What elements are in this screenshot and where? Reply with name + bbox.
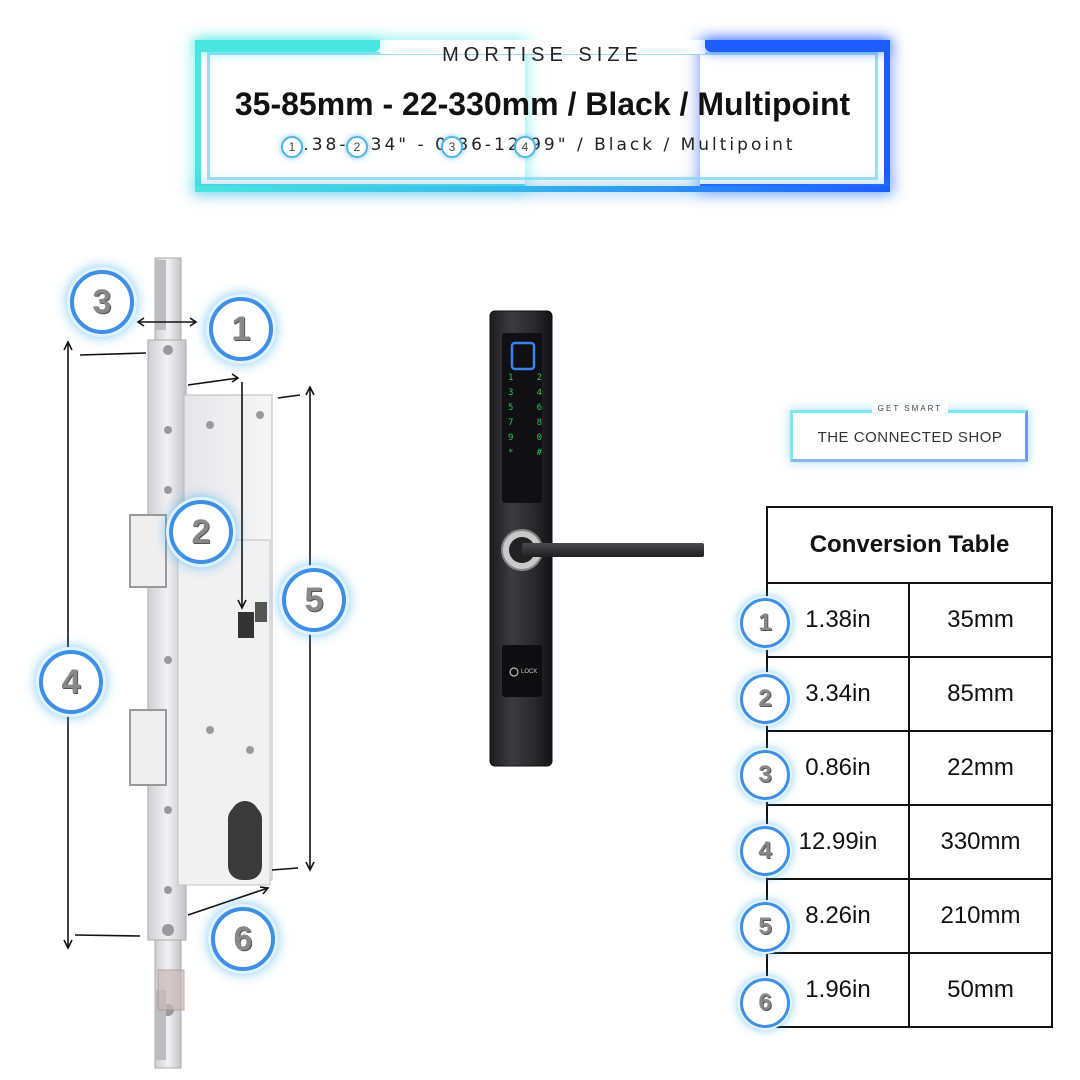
header-banner: MORTISE SIZE 35-85mm - 22-330mm / Black … [195,40,890,192]
table-badge-2: 2 [740,674,790,724]
keypad-key[interactable]: 9 [508,433,514,443]
keypad-key[interactable]: 7 [508,418,514,428]
table-row: 0.86in 22mm [766,730,1053,806]
table-row: 1.38in 35mm [766,582,1053,658]
logo-name: THE CONNECTED SHOP [817,429,1003,446]
mm-cell: 330mm [908,804,1053,880]
banner-cap-left [195,40,380,52]
mm-cell: 210mm [908,878,1053,954]
table-badge-1: 1 [740,598,790,648]
mortise-lock-illustration [63,257,315,1069]
dimension-badge-4: 4 [39,650,103,714]
table-row: 3.34in 85mm [766,656,1053,732]
mm-cell: 85mm [908,656,1053,732]
inches-cell: 3.34in [766,656,910,732]
banner-kicker: MORTISE SIZE [442,44,643,66]
inches-cell: 8.26in [766,878,910,954]
fingerprint-sensor-icon [510,341,536,371]
inches-cell: 1.96in [766,952,910,1028]
keypad-key[interactable]: 0 [536,433,542,443]
logo-tagline: GET SMART [871,404,949,413]
smart-lock-handle-illustration [489,310,704,767]
table-badge-6: 6 [740,978,790,1028]
inches-cell: 1.38in [766,582,910,658]
lock-icon [509,667,519,677]
page-title: 35-85mm - 22-330mm / Black / Multipoint [234,86,851,122]
conversion-table-title: Conversion Table [766,506,1053,584]
keypad-key[interactable]: 4 [536,388,542,398]
table-row: 12.99in 330mm [766,804,1053,880]
banner-cap-right [705,40,890,52]
table-badge-3: 3 [740,750,790,800]
mm-cell: 50mm [908,952,1053,1028]
table-row: 1.96in 50mm [766,952,1053,1028]
keypad-key[interactable]: 5 [508,403,514,413]
smart-lock-handle: 1 2 3 4 5 6 7 8 9 0 * # LOCK [480,305,720,775]
dimension-badge-2: 2 [169,500,233,564]
mini-badge-3: 3 [441,136,463,158]
dimension-badge-6: 6 [211,907,275,971]
mm-cell: 22mm [908,730,1053,806]
table-badge-5: 5 [740,902,790,952]
dimension-badge-1: 1 [209,297,273,361]
lock-button-label[interactable]: LOCK [521,669,538,675]
mm-cell: 35mm [908,582,1053,658]
banner-frame-bottom [195,186,890,192]
inches-cell: 0.86in [766,730,910,806]
inches-cell: 12.99in [766,804,910,880]
keypad-key[interactable]: 6 [536,403,542,413]
keypad: 1 2 3 4 5 6 7 8 9 0 * # [508,373,542,458]
mini-badge-2: 2 [346,136,368,158]
keypad-key[interactable]: 3 [508,388,514,398]
keypad-key[interactable]: 8 [536,418,542,428]
keypad-key[interactable]: 2 [536,373,542,383]
keypad-key[interactable]: * [508,448,514,458]
conversion-table: Conversion Table 1.38in 35mm 3.34in 85mm… [766,506,1053,1028]
mini-badge-4: 4 [514,136,536,158]
mortise-lock-diagram [60,250,360,1070]
table-badge-4: 4 [740,826,790,876]
table-row: 8.26in 210mm [766,878,1053,954]
mini-badge-1: 1 [281,136,303,158]
dimension-badge-3: 3 [70,270,134,334]
brand-logo: GET SMART THE CONNECTED SHOP [790,402,1030,464]
dimension-badge-5: 5 [282,568,346,632]
keypad-key[interactable]: # [536,448,542,458]
page-subtitle: 1.38-3.34" - 0.86-12.99" / Black / Multi… [289,135,796,155]
keypad-key[interactable]: 1 [508,373,514,383]
